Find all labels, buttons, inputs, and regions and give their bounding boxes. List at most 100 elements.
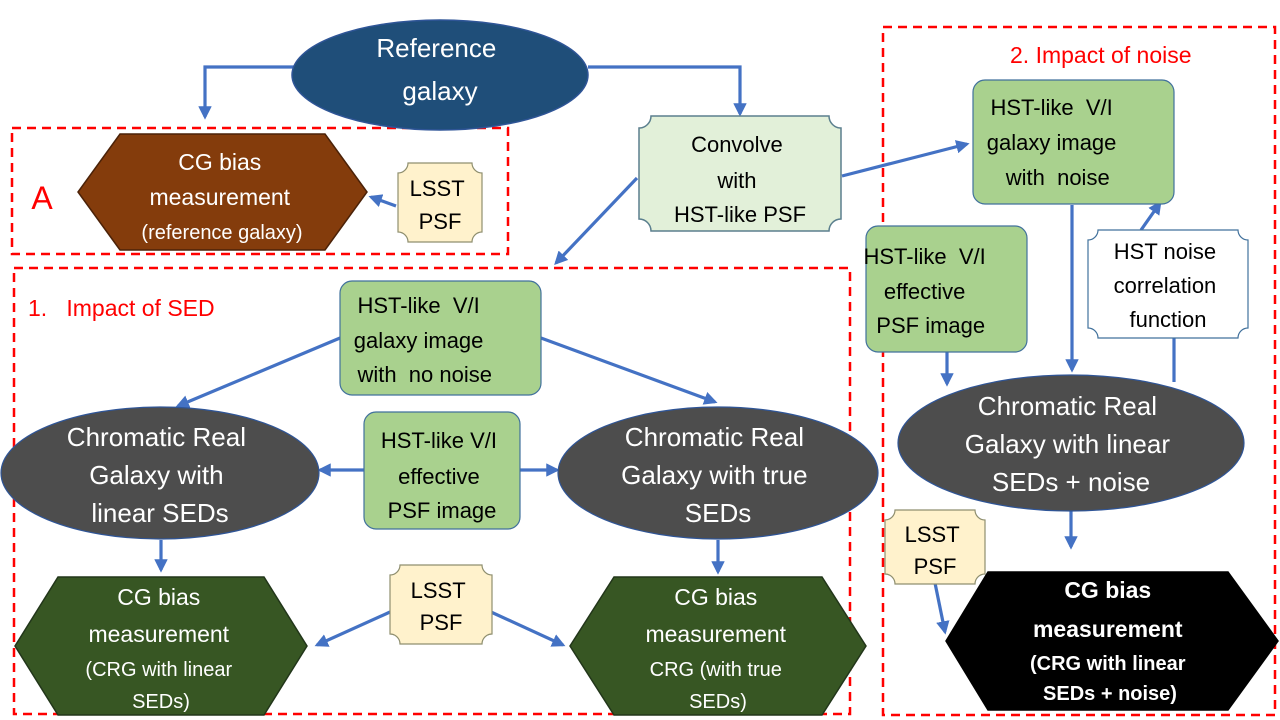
convolve-node: Convolve with HST-like PSF bbox=[638, 115, 842, 232]
svg-text:Chromatic Real Galaxy wi: Chromatic Real Galaxy with true SEDs bbox=[621, 422, 815, 528]
lsst-psf-sed-node: LSST PSF bbox=[389, 564, 493, 645]
chromatic-noise-node: Chromatic Real Galaxy with linear SEDs +… bbox=[897, 374, 1245, 512]
svg-text:HST-like V/I effective: HST-like V/I effective PSF image bbox=[0, 0, 1029, 338]
svg-text:LSST PSF: LSST PSF bbox=[411, 578, 472, 635]
lsst-psf-noise-line-2: PSF bbox=[914, 554, 957, 579]
effective-psf-sed-line-1: HST-like V/I bbox=[381, 428, 497, 453]
bias-noise-sub-2: SEDs + noise) bbox=[1043, 683, 1177, 705]
arrow-no-noise-to-true bbox=[540, 336, 718, 405]
arrow-correlation-to-galaxy-noise bbox=[1139, 203, 1176, 382]
region-sed-label: 1. Impact of SED bbox=[28, 295, 215, 321]
svg-text:CG bias measurement: CG bias measurement (CRG with linear SED… bbox=[85, 584, 236, 713]
no-noise-line-2: galaxy image bbox=[354, 328, 484, 353]
effective-psf-sed-line-2: effective bbox=[398, 464, 480, 489]
arrow-lsst-to-bias-noise bbox=[933, 582, 950, 635]
svg-text:CG bias measurement: CG bias measurement (reference galaxy) bbox=[141, 149, 302, 244]
reference-galaxy-line-1: Reference bbox=[376, 33, 496, 63]
reference-galaxy-line-2: galaxy bbox=[402, 76, 477, 106]
svg-text:HST noise correlation: HST noise correlation function bbox=[1114, 239, 1223, 332]
convolve-line-3: HST-like PSF bbox=[674, 202, 806, 227]
lsst-psf-a-line-2: PSF bbox=[419, 209, 462, 234]
effective-psf-sed-node: HST-like V/I effective PSF image bbox=[363, 411, 521, 530]
bias-noise-main-1: CG bias bbox=[1064, 577, 1151, 603]
bias-linear-sub-2: SEDs) bbox=[132, 691, 190, 713]
noise-correlation-line-3: function bbox=[1129, 307, 1206, 332]
svg-text:HST-like V/I galaxy ima: HST-like V/I galaxy image with no noise bbox=[0, 0, 526, 387]
lsst-psf-noise-node: LSST PSF bbox=[884, 509, 986, 585]
bias-linear-main-2: measurement bbox=[88, 621, 229, 647]
bias-true-sub-1: CRG (with true bbox=[650, 659, 782, 681]
convolve-line-1: Convolve bbox=[691, 132, 783, 157]
bias-reference-main-1: CG bias bbox=[178, 149, 261, 175]
svg-text:HST-like V/I galaxy ima: HST-like V/I galaxy image with noise bbox=[0, 0, 1159, 190]
noise-correlation-line-1: HST noise bbox=[1114, 239, 1216, 264]
region-a-box bbox=[10, 126, 510, 256]
svg-text:Convolve with HST-: Convolve with HST-like PSF bbox=[674, 132, 806, 227]
bias-true-main-2: measurement bbox=[645, 621, 786, 647]
chromatic-noise-line-2: Galaxy with linear bbox=[965, 429, 1171, 459]
noise-image-line-1: HST-like V/I bbox=[990, 95, 1112, 120]
bias-linear-sub-1: (CRG with linear bbox=[85, 659, 232, 681]
arrow-reference-to-bias-a bbox=[198, 65, 300, 120]
svg-text:Chromatic Real Galaxy wi: Chromatic Real Galaxy with linear SEDs +… bbox=[965, 391, 1177, 497]
lsst-psf-noise-line-1: LSST bbox=[905, 522, 960, 547]
noise-image-line-3: with noise bbox=[1005, 165, 1110, 190]
svg-text:Chromatic Real Galaxy wi: Chromatic Real Galaxy with linear SEDs bbox=[67, 422, 253, 528]
chromatic-true-line-3: SEDs bbox=[685, 498, 751, 528]
bias-linear-main-1: CG bias bbox=[117, 584, 200, 610]
bias-noise-node: CG bias measurement (CRG with linear SED… bbox=[945, 571, 1279, 711]
chromatic-noise-line-3: SEDs + noise bbox=[992, 467, 1150, 497]
svg-text:LSST PSF: LSST PSF bbox=[410, 176, 471, 234]
arrow-psf-a-to-bias bbox=[368, 194, 397, 208]
bias-noise-main-2: measurement bbox=[1033, 616, 1183, 642]
effective-psf-noise-line-2: effective bbox=[884, 279, 966, 304]
lsst-psf-sed-line-2: PSF bbox=[420, 610, 463, 635]
reference-galaxy-node: Reference galaxy bbox=[291, 19, 589, 131]
bias-reference-node: CG bias measurement (reference galaxy) bbox=[77, 133, 368, 251]
chromatic-linear-line-3: linear SEDs bbox=[91, 498, 228, 528]
bias-reference-sub-1: (reference galaxy) bbox=[141, 222, 302, 244]
lsst-psf-sed-line-1: LSST bbox=[411, 578, 466, 603]
svg-text:CG bias measurement: CG bias measurement (CRG with linear SED… bbox=[1030, 577, 1190, 705]
bias-true-node: CG bias measurement CRG (with true SEDs) bbox=[569, 576, 867, 716]
bias-noise-sub-1: (CRG with linear bbox=[1030, 653, 1186, 675]
galaxy-image-noise-node: HST-like V/I galaxy image with noise bbox=[0, 0, 1175, 205]
bias-reference-main-2: measurement bbox=[149, 184, 290, 210]
noise-correlation-line-2: correlation bbox=[1114, 273, 1217, 298]
arrow-no-noise-to-linear bbox=[175, 336, 341, 409]
arrows bbox=[154, 65, 1176, 647]
effective-psf-noise-node: HST-like V/I effective PSF image bbox=[0, 0, 1029, 353]
noise-image-line-2: galaxy image bbox=[987, 130, 1117, 155]
bias-true-sub-2: SEDs) bbox=[689, 691, 747, 713]
chromatic-linear-line-2: Galaxy with bbox=[89, 460, 223, 490]
no-noise-line-3: with no noise bbox=[356, 362, 492, 387]
chromatic-linear-line-1: Chromatic Real bbox=[67, 422, 246, 452]
arrow-convolve-to-sed bbox=[554, 176, 639, 265]
chromatic-true-line-1: Chromatic Real bbox=[625, 422, 804, 452]
arrow-lsst-to-bias-linear bbox=[314, 610, 391, 647]
region-noise-label: 2. Impact of noise bbox=[1010, 42, 1192, 68]
bias-true-main-1: CG bias bbox=[674, 584, 757, 610]
svg-text:LSST PSF: LSST PSF bbox=[905, 522, 966, 579]
arrow-convolve-to-galaxy-noise bbox=[841, 140, 970, 178]
region-a-label: A bbox=[31, 180, 53, 216]
chromatic-linear-node: Chromatic Real Galaxy with linear SEDs bbox=[0, 406, 320, 540]
svg-text:HST-like V/I effective: HST-like V/I effective PSF image bbox=[381, 428, 503, 523]
svg-text:CG bias measurement: CG bias measurement CRG (with true SEDs) bbox=[645, 584, 790, 713]
svg-text:Reference galaxy: Reference galaxy bbox=[376, 33, 503, 106]
noise-correlation-node: HST noise correlation function bbox=[1087, 229, 1249, 339]
effective-psf-noise-line-3: PSF image bbox=[876, 313, 985, 338]
galaxy-image-no-noise-node: HST-like V/I galaxy image with no noise bbox=[0, 0, 542, 396]
chromatic-true-node: Chromatic Real Galaxy with true SEDs bbox=[557, 406, 879, 540]
arrow-reference-to-convolve bbox=[588, 65, 747, 117]
lsst-psf-a-node: LSST PSF bbox=[397, 162, 483, 243]
chromatic-true-line-2: Galaxy with true bbox=[621, 460, 807, 490]
chromatic-noise-line-1: Chromatic Real bbox=[978, 391, 1157, 421]
region-noise-box bbox=[881, 25, 1277, 717]
arrow-lsst-to-bias-true bbox=[490, 610, 566, 647]
effective-psf-noise-line-1: HST-like V/I bbox=[863, 244, 985, 269]
no-noise-line-1: HST-like V/I bbox=[357, 293, 479, 318]
lsst-psf-a-line-1: LSST bbox=[410, 176, 465, 201]
bias-linear-node: CG bias measurement (CRG with linear SED… bbox=[14, 576, 308, 716]
